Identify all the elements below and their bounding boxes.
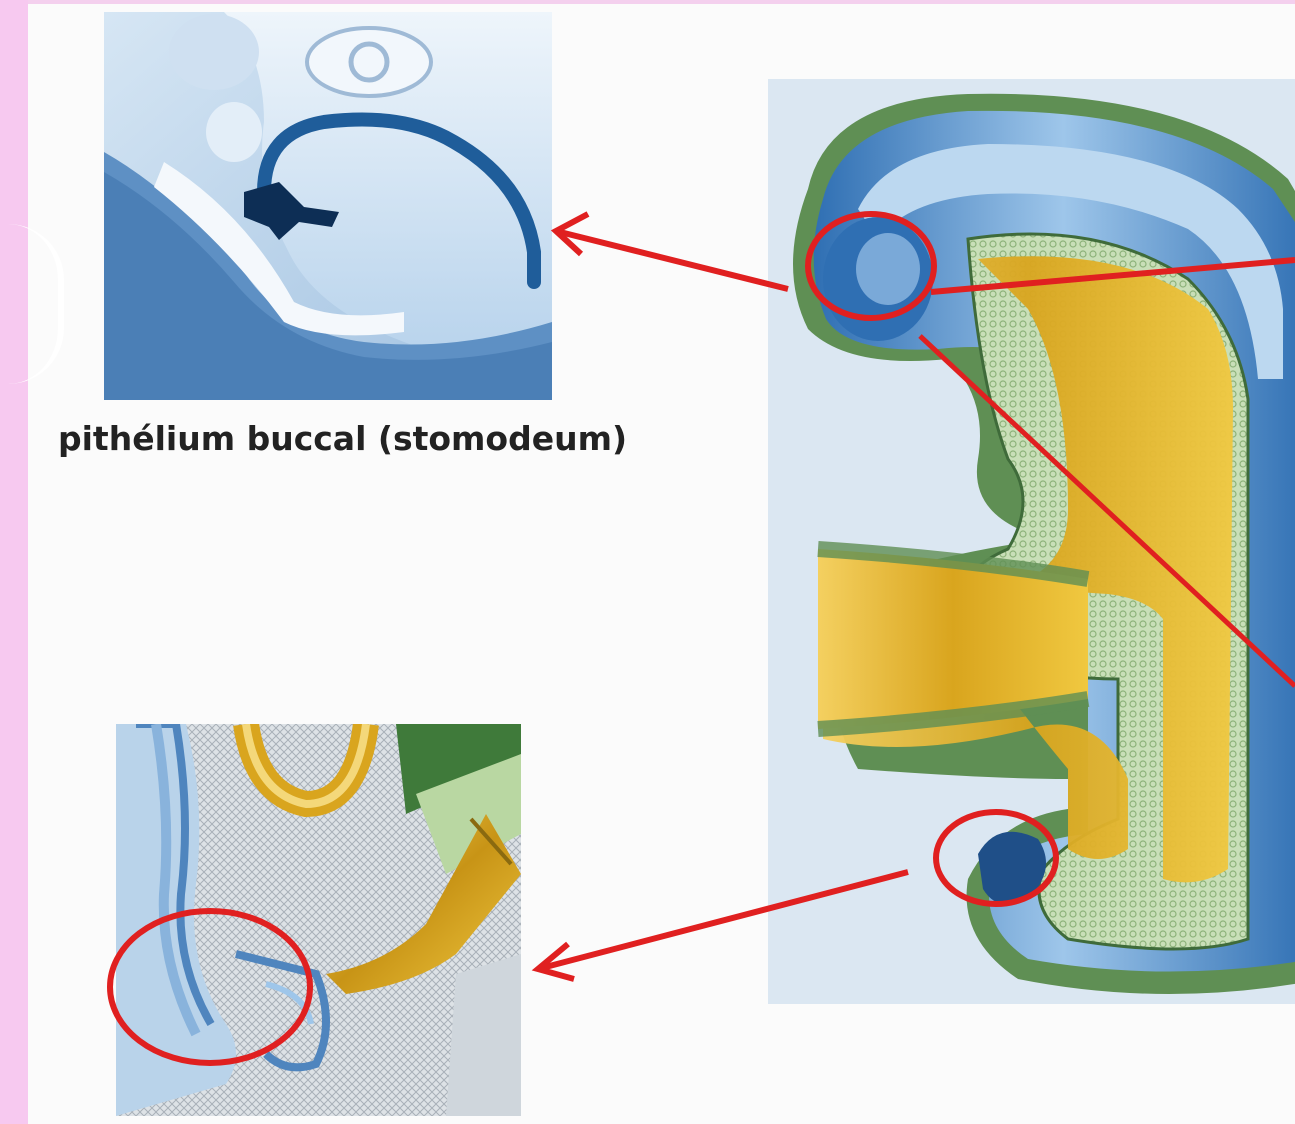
annotation-overlay (28, 4, 1295, 1124)
cloaca-detail-circle (110, 911, 310, 1063)
connector-line-upper (931, 260, 1295, 292)
cloacal-circle (936, 812, 1056, 904)
connector-line-diagonal (920, 336, 1295, 686)
slide: pithélium buccal (stomodeum) (28, 0, 1295, 1124)
arrow-to-cloaca-panel (538, 872, 908, 969)
arrow-to-buccal-panel (556, 231, 788, 289)
stomodeum-circle (808, 214, 934, 318)
